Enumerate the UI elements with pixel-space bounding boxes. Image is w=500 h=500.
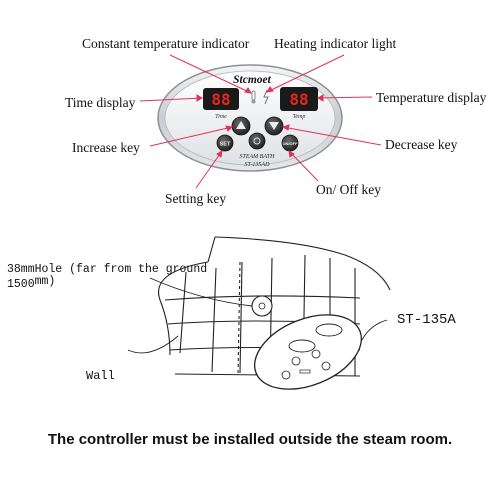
- install-leader-lines: [127, 277, 388, 354]
- callout-arrows: [139, 54, 382, 189]
- callout-heating-light: Heating indicator light: [274, 36, 397, 51]
- time-caption: Time: [215, 114, 227, 120]
- model-label: ST-135A: [397, 312, 456, 328]
- temp-caption: Temp: [293, 114, 306, 120]
- decrease-key[interactable]: [264, 116, 284, 136]
- light-icon: [253, 137, 261, 145]
- callout-constant-temperature: Constant temperature indicator: [82, 36, 250, 51]
- controller-oval: [253, 314, 363, 390]
- callout-onoff-key: On/ Off key: [316, 182, 381, 197]
- height-note: 1500mm): [7, 276, 55, 291]
- wall-hole: [251, 295, 273, 317]
- arrow-down-icon: [269, 122, 279, 130]
- increase-key[interactable]: [231, 116, 251, 136]
- arrow-up-icon: [236, 121, 246, 129]
- callout-increase-key: Increase key: [72, 140, 140, 155]
- wall-label: Wall: [86, 369, 115, 383]
- callout-temperature-display: Temperature display: [376, 90, 487, 105]
- heating-flame-icon: [263, 89, 269, 105]
- callout-decrease-key: Decrease key: [385, 137, 458, 152]
- hole-note: 38mmHole (far from the ground: [7, 263, 208, 276]
- power-light-key[interactable]: [248, 132, 266, 150]
- panel-text-line1: STEAM BATH: [240, 154, 276, 160]
- panel-text-line2: ST-135AD: [245, 162, 271, 168]
- callout-setting-key: Setting key: [165, 191, 227, 206]
- temperature-display-digits: 88: [289, 90, 308, 109]
- callout-time-display: Time display: [65, 95, 136, 110]
- brand-logo: Stcmoet: [233, 74, 271, 86]
- installation-warning: The controller must be installed outside…: [47, 431, 453, 448]
- temperature-display-screen: [280, 87, 318, 111]
- time-display-screen: [203, 88, 239, 110]
- height-unit: mm): [34, 275, 56, 288]
- set-key[interactable]: SET: [216, 134, 234, 152]
- onoff-key-label: ON/OFF: [282, 141, 298, 146]
- height-value: 1500: [7, 278, 35, 291]
- set-key-label: SET: [220, 142, 231, 148]
- control-panel: 88 Time 88 Temp Stcmoet: [157, 64, 343, 172]
- thermometer-icon: [251, 90, 256, 104]
- time-display-digits: 88: [211, 90, 230, 109]
- onoff-key[interactable]: ON/OFF: [281, 134, 299, 152]
